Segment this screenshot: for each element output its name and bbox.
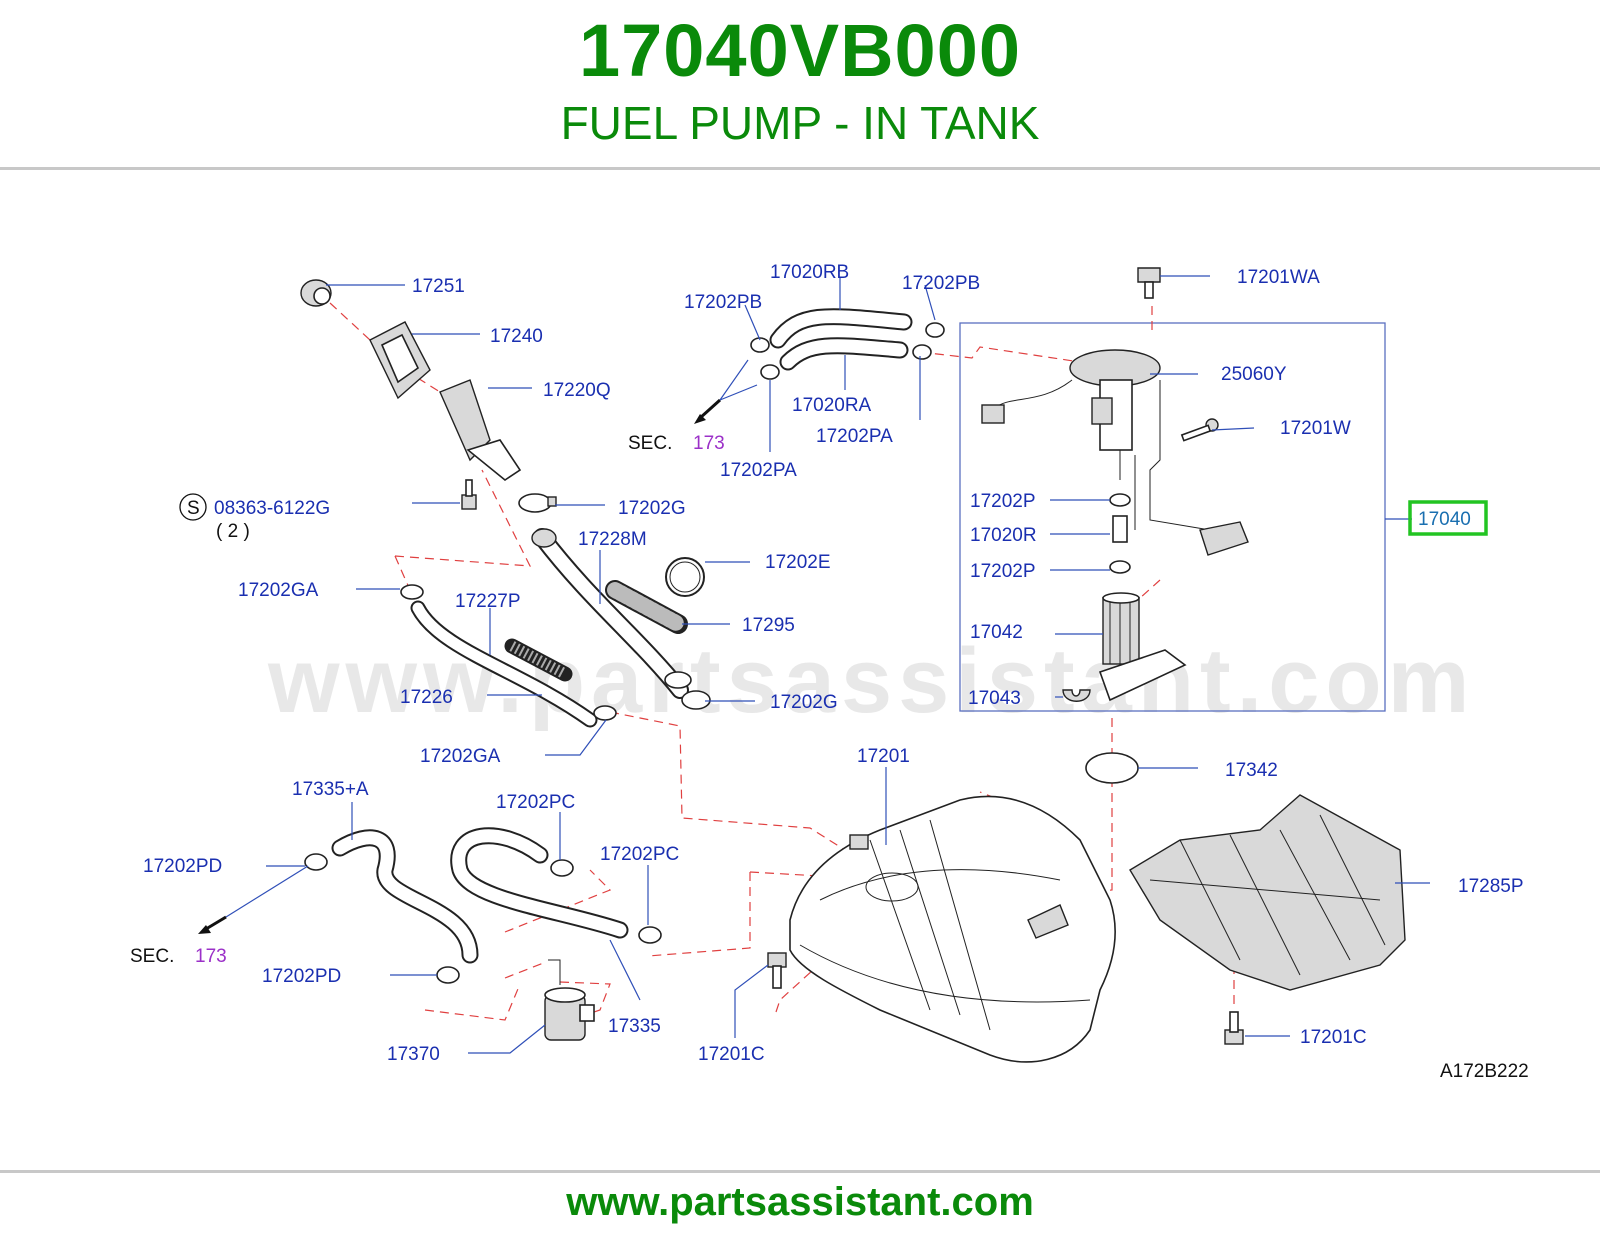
diagram-code: A172B222 bbox=[1440, 1061, 1529, 1082]
label-17020RB[interactable]: 17020RB bbox=[770, 262, 849, 283]
pump-assembly-box bbox=[959, 322, 1386, 712]
label-17202PA-right[interactable]: 17202PA bbox=[816, 426, 893, 447]
label-17202PD-upper[interactable]: 17202PD bbox=[143, 856, 222, 877]
label-quantity-2: ( 2 ) bbox=[216, 521, 250, 542]
vent-hose-17226 bbox=[410, 600, 598, 728]
bolt-17201C-right bbox=[1224, 1011, 1244, 1045]
label-17043[interactable]: 17043 bbox=[968, 688, 1021, 709]
label-17285P[interactable]: 17285P bbox=[1458, 876, 1524, 897]
s-circle-letter: S bbox=[187, 498, 200, 519]
label-17240[interactable]: 17240 bbox=[490, 326, 543, 347]
clamp-17202GA-upper bbox=[400, 584, 424, 600]
label-17201[interactable]: 17201 bbox=[857, 746, 910, 767]
hose-17335 bbox=[450, 827, 629, 939]
label-17202PB-right[interactable]: 17202PB bbox=[902, 273, 980, 294]
hose-17335-A bbox=[331, 829, 479, 964]
label-08363-6122G[interactable]: 08363-6122G bbox=[214, 498, 330, 519]
label-17251[interactable]: 17251 bbox=[412, 276, 465, 297]
label-17201W[interactable]: 17201W bbox=[1280, 418, 1351, 439]
fuel-tank-17201 bbox=[789, 795, 1116, 1063]
sec-173-arrow-upper bbox=[694, 359, 758, 424]
highlight-box-17040 bbox=[1408, 500, 1488, 536]
grommet-17240 bbox=[369, 321, 431, 400]
label-17220Q[interactable]: 17220Q bbox=[543, 380, 611, 401]
label-17202PC-upper[interactable]: 17202PC bbox=[496, 792, 575, 813]
label-17228M[interactable]: 17228M bbox=[578, 529, 647, 550]
label-17202PA-left[interactable]: 17202PA bbox=[720, 460, 797, 481]
link-sec-173-upper[interactable]: 173 bbox=[693, 433, 725, 454]
link-sec-173-lower[interactable]: 173 bbox=[195, 946, 227, 967]
label-17342[interactable]: 17342 bbox=[1225, 760, 1278, 781]
sender-unit-25060Y bbox=[981, 349, 1249, 556]
label-17202G-lower[interactable]: 17202G bbox=[770, 692, 838, 713]
footer-website-link[interactable]: www.partsassistant.com bbox=[566, 1180, 1034, 1224]
label-17202E[interactable]: 17202E bbox=[765, 552, 831, 573]
heat-shield-17285P bbox=[1129, 794, 1406, 991]
hose-17020R bbox=[1112, 515, 1128, 543]
filler-cap-17251 bbox=[300, 279, 332, 307]
fuel-hose-17020RA bbox=[779, 337, 909, 371]
page-header: 17040VB000 FUEL PUMP - IN TANK bbox=[0, 0, 1600, 170]
gasket-17342 bbox=[1085, 752, 1139, 784]
part-description-title: FUEL PUMP - IN TANK bbox=[560, 97, 1040, 149]
label-17335[interactable]: 17335 bbox=[608, 1016, 661, 1037]
label-17202GA-lower[interactable]: 17202GA bbox=[420, 746, 501, 767]
label-17226[interactable]: 17226 bbox=[400, 687, 453, 708]
label-17202P-upper[interactable]: 17202P bbox=[970, 491, 1036, 512]
clamps-17202PC-PD bbox=[304, 853, 662, 984]
label-17201C-left[interactable]: 17201C bbox=[698, 1044, 765, 1065]
label-17335-A[interactable]: 17335+A bbox=[292, 779, 369, 800]
s-circle-icon bbox=[179, 493, 207, 521]
label-25060Y[interactable]: 25060Y bbox=[1221, 364, 1287, 385]
clamp-17202G-lower bbox=[664, 671, 711, 710]
bolt-08363 bbox=[461, 479, 477, 510]
clamp-17202P-upper bbox=[1109, 493, 1131, 507]
bolt-17201C-left bbox=[767, 952, 787, 989]
label-17020RA[interactable]: 17020RA bbox=[792, 395, 872, 416]
label-17201WA[interactable]: 17201WA bbox=[1237, 267, 1320, 288]
clamps-17202PB-PA bbox=[750, 322, 945, 380]
clamp-17202E bbox=[665, 557, 705, 597]
label-17227P[interactable]: 17227P bbox=[455, 591, 521, 612]
bolt-17201WA bbox=[1137, 267, 1161, 299]
clamp-17202GA-lower bbox=[593, 705, 617, 721]
corrugated-hose-17227P bbox=[504, 638, 573, 682]
filler-hose-17228M bbox=[531, 528, 689, 699]
screw-17201W bbox=[1180, 418, 1219, 442]
label-17295[interactable]: 17295 bbox=[742, 615, 795, 636]
strainer-17043-area bbox=[1062, 649, 1187, 702]
sec-173-arrow-lower bbox=[198, 865, 309, 934]
part-labels: 17251 17240 17220Q S 08363-6122G ( 2 ) 1… bbox=[130, 262, 1529, 1082]
label-17202PB-left[interactable]: 17202PB bbox=[684, 292, 762, 313]
label-17040-highlighted[interactable]: 17040 bbox=[1418, 509, 1471, 530]
label-17202P-lower[interactable]: 17202P bbox=[970, 561, 1036, 582]
parts-diagram: www.partsassistant.com bbox=[130, 262, 1529, 1082]
label-17202PC-lower[interactable]: 17202PC bbox=[600, 844, 679, 865]
label-sec-lower: SEC. bbox=[130, 946, 174, 967]
label-17202GA-upper[interactable]: 17202GA bbox=[238, 580, 319, 601]
label-17042[interactable]: 17042 bbox=[970, 622, 1023, 643]
footer-divider bbox=[0, 1170, 1600, 1173]
label-17202G-upper[interactable]: 17202G bbox=[618, 498, 686, 519]
filler-boot-17220Q bbox=[439, 379, 522, 481]
clamp-17202P-lower bbox=[1109, 560, 1131, 574]
leader-lines bbox=[266, 275, 1430, 1054]
corrugated-hose-17295 bbox=[605, 580, 688, 634]
fuel-hose-17020RB bbox=[769, 308, 913, 349]
label-17370[interactable]: 17370 bbox=[387, 1044, 440, 1065]
label-17201C-right[interactable]: 17201C bbox=[1300, 1027, 1367, 1048]
part-number-title: 17040VB000 bbox=[578, 9, 1022, 92]
label-17020R[interactable]: 17020R bbox=[970, 525, 1037, 546]
label-17202PD-lower[interactable]: 17202PD bbox=[262, 966, 341, 987]
canister-17370 bbox=[544, 959, 595, 1041]
fuel-pump-17042 bbox=[1102, 592, 1140, 665]
label-sec-upper: SEC. bbox=[628, 433, 672, 454]
header-divider bbox=[0, 167, 1600, 170]
clamp-17202G-upper bbox=[518, 493, 557, 513]
